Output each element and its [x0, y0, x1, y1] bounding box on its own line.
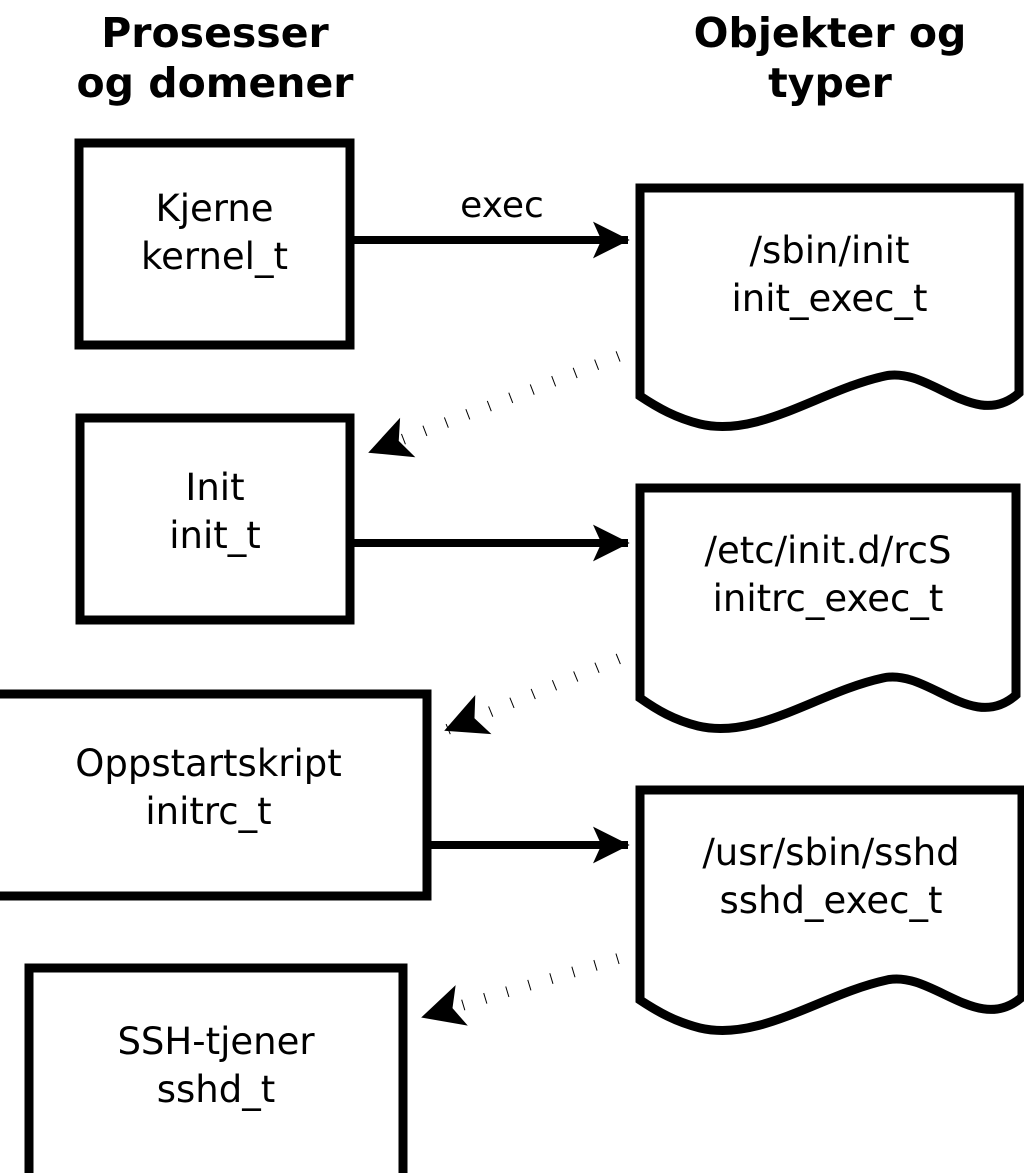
object-node-initrc-exec-label: /etc/init.d/rcS initrc_exec_t — [704, 529, 952, 620]
process-node-init-label: Init init_t — [169, 466, 261, 557]
process-node-initrc[interactable] — [0, 689, 432, 901]
process-node-initrc-label: Oppstartskript initrc_t — [75, 742, 342, 833]
object-node-initrc-exec[interactable] — [635, 483, 1021, 734]
column-header-processes: Prosesser og domener — [76, 9, 354, 107]
object-node-init-exec[interactable] — [635, 183, 1024, 432]
edge-label-exec: exec — [460, 185, 544, 226]
process-node-sshd[interactable] — [24, 963, 408, 1173]
column-header-objects: Objekter og typer — [693, 9, 967, 107]
edge-initrc-exec-transition-initrc — [443, 644, 643, 736]
edge-sshd-exec-transition-sshd — [421, 946, 642, 1026]
edge-init-exec-transition-init — [368, 342, 642, 458]
object-node-sshd-exec-label: /usr/sbin/sshd sshd_exec_t — [702, 831, 960, 922]
object-node-sshd-exec[interactable] — [635, 785, 1024, 1036]
process-node-sshd-label: SSH-tjener sshd_t — [117, 1020, 315, 1111]
object-node-init-exec-label: /sbin/init init_exec_t — [731, 229, 928, 320]
process-node-kernel-label: Kjerne kernel_t — [141, 187, 288, 278]
process-node-init[interactable] — [75, 413, 355, 625]
